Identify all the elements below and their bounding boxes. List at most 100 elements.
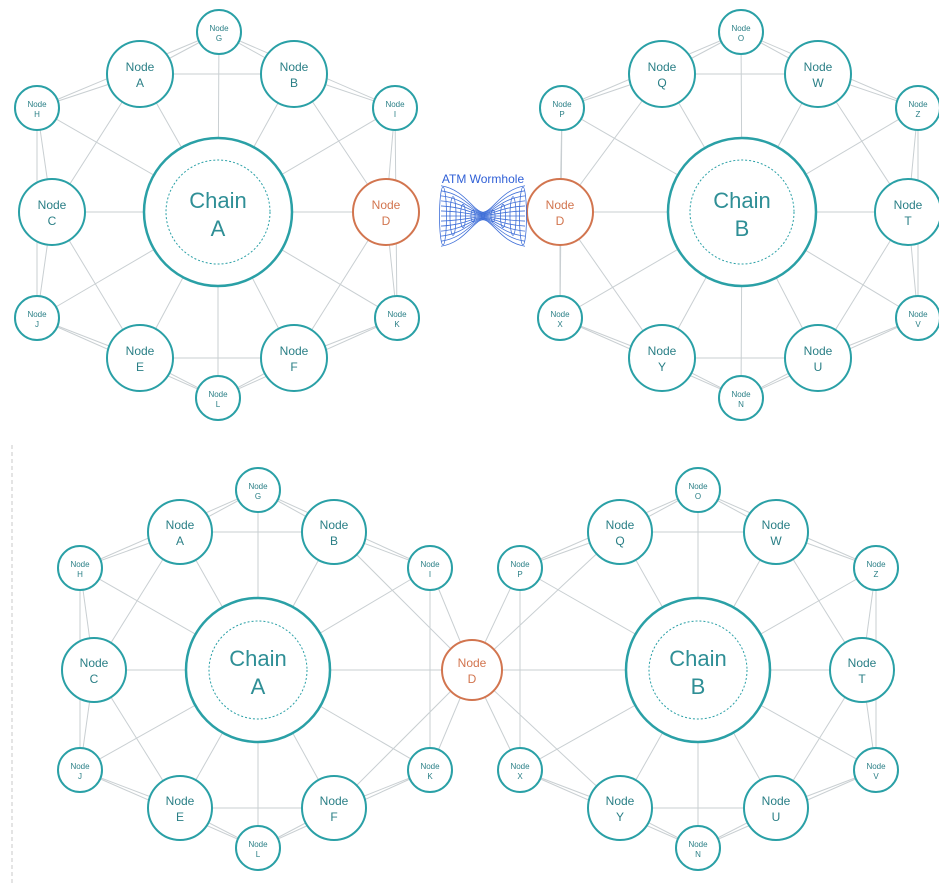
node-word-label: Node bbox=[420, 762, 440, 771]
node-circle bbox=[527, 179, 593, 245]
node-letter-label: V bbox=[915, 320, 921, 329]
node-letter-label: H bbox=[77, 570, 83, 579]
node-bottom-a-f: NodeF bbox=[302, 776, 366, 840]
node-top-b-n: NodeN bbox=[719, 376, 763, 420]
node-letter-label: O bbox=[695, 492, 701, 501]
node-bottom-b-x: NodeX bbox=[498, 748, 542, 792]
node-letter-label: F bbox=[330, 810, 337, 824]
node-word-label: Node bbox=[908, 310, 928, 319]
node-letter-label: H bbox=[34, 110, 40, 119]
node-letter-label: J bbox=[78, 772, 82, 781]
node-letter-label: B bbox=[290, 76, 298, 90]
chain-title: Chain bbox=[189, 188, 246, 213]
node-top-a-l: NodeL bbox=[196, 376, 240, 420]
node-circle bbox=[107, 325, 173, 391]
node-word-label: Node bbox=[387, 310, 407, 319]
node-circle bbox=[302, 776, 366, 840]
node-letter-label: G bbox=[255, 492, 261, 501]
chain-title: Chain bbox=[713, 188, 770, 213]
chain-b-hub-top-b: ChainB bbox=[668, 138, 816, 286]
node-circle bbox=[261, 325, 327, 391]
node-word-label: Node bbox=[550, 310, 570, 319]
node-letter-label: J bbox=[35, 320, 39, 329]
node-word-label: Node bbox=[804, 344, 833, 358]
node-bottom-a-j: NodeJ bbox=[58, 748, 102, 792]
node-word-label: Node bbox=[458, 656, 487, 670]
node-letter-label: W bbox=[812, 76, 824, 90]
node-circle bbox=[588, 776, 652, 840]
node-letter-label: G bbox=[216, 34, 222, 43]
node-top-b-t: NodeT bbox=[875, 179, 939, 245]
node-circle bbox=[629, 41, 695, 107]
node-circle bbox=[148, 500, 212, 564]
node-letter-label: Y bbox=[616, 810, 624, 824]
node-word-label: Node bbox=[70, 762, 90, 771]
node-word-label: Node bbox=[126, 344, 155, 358]
node-letter-label: A bbox=[136, 76, 144, 90]
wormhole-contour bbox=[441, 219, 525, 241]
wormhole-icon bbox=[439, 186, 526, 246]
node-bottom-b-p: NodeP bbox=[498, 546, 542, 590]
node-word-label: Node bbox=[546, 198, 575, 212]
node-letter-label: A bbox=[176, 534, 184, 548]
node-word-label: Node bbox=[248, 482, 268, 491]
node-letter-label: U bbox=[772, 810, 781, 824]
node-bottom-b-y: NodeY bbox=[588, 776, 652, 840]
node-circle bbox=[353, 179, 419, 245]
node-word-label: Node bbox=[209, 24, 229, 33]
chain-title: Chain bbox=[229, 646, 286, 671]
node-word-label: Node bbox=[762, 518, 791, 532]
node-word-label: Node bbox=[731, 24, 751, 33]
node-word-label: Node bbox=[38, 198, 67, 212]
node-word-label: Node bbox=[126, 60, 155, 74]
node-top-a-k: NodeK bbox=[375, 296, 419, 340]
node-word-label: Node bbox=[372, 198, 401, 212]
node-letter-label: N bbox=[738, 400, 744, 409]
node-word-label: Node bbox=[908, 100, 928, 109]
node-bottom-b-n: NodeN bbox=[676, 826, 720, 870]
node-word-label: Node bbox=[866, 762, 886, 771]
node-circle bbox=[744, 500, 808, 564]
node-top-a-i: NodeI bbox=[373, 86, 417, 130]
node-letter-label: C bbox=[90, 672, 99, 686]
wormhole-contour bbox=[441, 191, 525, 213]
node-letter-label: Z bbox=[916, 110, 921, 119]
node-word-label: Node bbox=[866, 560, 886, 569]
node-top-b-q: NodeQ bbox=[629, 41, 695, 107]
node-circle bbox=[588, 500, 652, 564]
node-word-label: Node bbox=[648, 60, 677, 74]
node-bottom-a-a: NodeA bbox=[148, 500, 212, 564]
node-letter-label: P bbox=[559, 110, 564, 119]
node-letter-label: T bbox=[904, 214, 912, 228]
node-word-label: Node bbox=[280, 344, 309, 358]
node-letter-label: N bbox=[695, 850, 701, 859]
node-circle bbox=[875, 179, 939, 245]
chain-letter: A bbox=[211, 216, 226, 241]
node-bottom-b-w: NodeW bbox=[744, 500, 808, 564]
node-top-b-x: NodeX bbox=[538, 296, 582, 340]
chain-a-hub-bottom-a: ChainA bbox=[186, 598, 330, 742]
node-circle bbox=[261, 41, 327, 107]
node-circle bbox=[830, 638, 894, 702]
node-letter-label: Q bbox=[615, 534, 624, 548]
chain-letter: A bbox=[251, 674, 266, 699]
node-bottom-a-h: NodeH bbox=[58, 546, 102, 590]
node-bottom-b-o: NodeO bbox=[676, 468, 720, 512]
node-word-label: Node bbox=[70, 560, 90, 569]
node-word-label: Node bbox=[80, 656, 109, 670]
node-word-label: Node bbox=[804, 60, 833, 74]
node-letter-label: W bbox=[770, 534, 782, 548]
